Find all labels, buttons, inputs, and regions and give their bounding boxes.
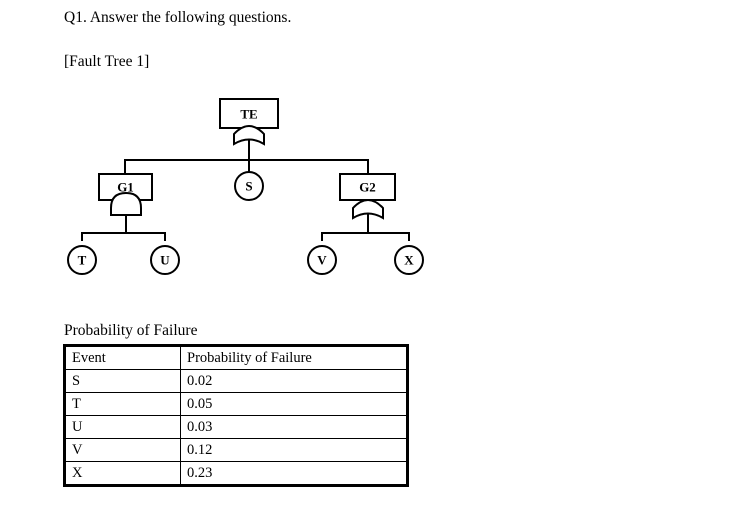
cell-event: U <box>64 415 181 439</box>
cell-probability: 0.05 <box>180 392 408 416</box>
question-heading: Q1. Answer the following questions. <box>64 9 292 26</box>
basic-event-x-circle[interactable] <box>394 245 424 275</box>
cell-probability: 0.02 <box>180 369 408 393</box>
basic-event-t-label: T <box>78 253 87 268</box>
cell-event: S <box>64 369 181 393</box>
header-probability: Probability of Failure <box>180 345 408 370</box>
basic-event-s-circle[interactable] <box>234 171 264 201</box>
table-row: X 0.23 <box>64 461 408 486</box>
basic-event-u-label: U <box>160 253 170 268</box>
cell-event: V <box>64 438 181 462</box>
cell-probability: 0.23 <box>180 461 408 486</box>
or-gate-icon-top[interactable] <box>233 125 265 146</box>
table-body: Event Probability of Failure S 0.02 T 0.… <box>64 345 408 486</box>
top-event-label: TE <box>240 107 257 122</box>
basic-event-v-label: V <box>317 253 327 268</box>
table-row: T 0.05 <box>64 392 408 416</box>
table-row: U 0.03 <box>64 415 408 439</box>
header-event: Event <box>64 345 181 370</box>
basic-event-v-circle[interactable] <box>307 245 337 275</box>
table-row: V 0.12 <box>64 438 408 462</box>
cell-probability: 0.03 <box>180 415 408 439</box>
and-gate-icon-g1[interactable] <box>110 191 142 216</box>
probability-table-caption: Probability of Failure <box>64 322 198 339</box>
or-gate-icon-g2[interactable] <box>352 199 384 220</box>
basic-event-x-label: X <box>404 253 414 268</box>
fault-tree-section-label: [Fault Tree 1] <box>64 53 150 70</box>
table-header-row: Event Probability of Failure <box>64 345 408 370</box>
cell-event: X <box>64 461 181 486</box>
table-row: S 0.02 <box>64 369 408 393</box>
gate-g2-label: G2 <box>359 180 376 195</box>
basic-event-s-label: S <box>245 179 252 194</box>
cell-event: T <box>64 392 181 416</box>
gate-g2-box[interactable] <box>339 173 396 201</box>
probability-of-failure-table: Event Probability of Failure S 0.02 T 0.… <box>63 344 409 487</box>
basic-event-u-circle[interactable] <box>150 245 180 275</box>
fault-tree-diagram: TE G1 T U S <box>0 90 460 285</box>
gate-g1-label: G1 <box>117 180 134 195</box>
fault-tree-svg: TE G1 T U S <box>67 98 424 275</box>
cell-probability: 0.12 <box>180 438 408 462</box>
basic-event-t-circle[interactable] <box>67 245 97 275</box>
